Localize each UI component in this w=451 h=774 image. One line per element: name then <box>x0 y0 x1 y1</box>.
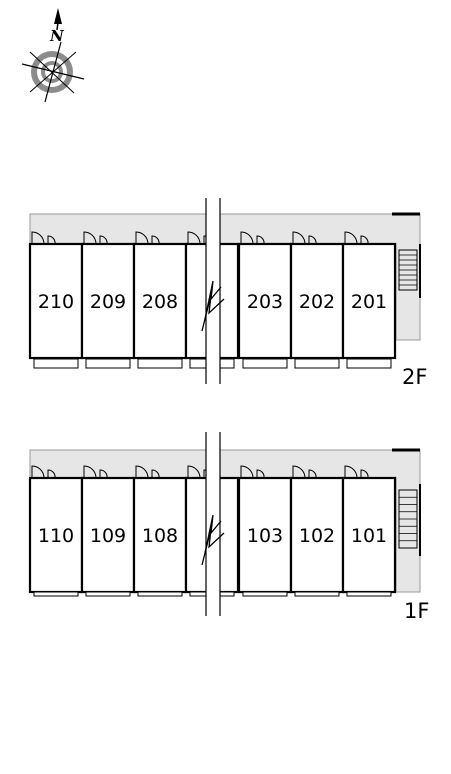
door-icon <box>256 469 265 479</box>
balcony <box>242 358 288 369</box>
door-icon <box>99 235 108 245</box>
unit-room <box>28 242 84 360</box>
balcony <box>242 591 288 597</box>
balcony <box>346 591 392 597</box>
staircase-icon <box>398 489 418 549</box>
door-icon <box>187 465 201 479</box>
unit-number: 103 <box>247 525 283 547</box>
floor-2f-plan: 210 209 208 203 202 201 2F <box>28 198 427 389</box>
unit-room <box>237 476 293 594</box>
unit-room <box>341 242 397 360</box>
balcony <box>137 358 183 369</box>
unit-room <box>289 242 345 360</box>
floor-label: 1F <box>404 599 429 623</box>
door-icon <box>292 231 306 245</box>
north-label: N <box>49 27 65 45</box>
unit-number: 201 <box>351 291 387 313</box>
door-icon <box>151 469 160 479</box>
north-arrow-shaft <box>56 21 59 31</box>
door-icon <box>187 231 201 245</box>
door-icon <box>308 235 317 245</box>
door-icon <box>256 235 265 245</box>
door-icon <box>47 235 56 245</box>
unit-number: 208 <box>142 291 178 313</box>
balcony <box>85 358 131 369</box>
door-icon <box>344 231 358 245</box>
balcony <box>33 358 79 369</box>
unit-number: 101 <box>351 525 387 547</box>
door-icon <box>83 465 97 479</box>
unit-room <box>237 242 293 360</box>
unit-number: 209 <box>90 291 126 313</box>
balcony <box>294 358 340 369</box>
balcony <box>294 591 340 597</box>
door-icon <box>240 231 254 245</box>
unit-number: 109 <box>90 525 126 547</box>
balcony <box>33 591 79 597</box>
unit-room <box>341 476 397 594</box>
door-icon <box>47 469 56 479</box>
balcony <box>137 591 183 597</box>
unit-number: 203 <box>247 291 283 313</box>
door-icon <box>31 465 45 479</box>
unit-number: 110 <box>38 525 74 547</box>
staircase-icon <box>398 249 418 291</box>
plan-break-gap <box>206 432 220 616</box>
compass-rose-icon: N <box>21 8 85 103</box>
balcony <box>85 591 131 597</box>
door-icon <box>31 231 45 245</box>
door-icon <box>360 235 369 245</box>
door-icon <box>99 469 108 479</box>
door-icon <box>292 465 306 479</box>
plan-break-zigzag <box>204 514 222 554</box>
door-icon <box>308 469 317 479</box>
compass-axis-diag-2 <box>29 51 75 94</box>
door-icon <box>135 231 149 245</box>
unit-number: 202 <box>299 291 335 313</box>
plan-break-gap <box>206 198 220 384</box>
balcony <box>346 358 392 369</box>
unit-number: 102 <box>299 525 335 547</box>
plan-break-zigzag <box>201 528 225 566</box>
door-icon <box>83 231 97 245</box>
door-icon <box>344 465 358 479</box>
floor-1f-plan: 110 109 108 103 102 101 1F <box>28 432 429 623</box>
door-icon <box>240 465 254 479</box>
floor-label: 2F <box>402 365 427 389</box>
north-arrow-icon <box>54 8 62 24</box>
unit-room <box>80 242 136 360</box>
plan-break-zigzag <box>201 294 225 332</box>
unit-number: 210 <box>38 291 74 313</box>
plan-break-zigzag <box>204 280 222 320</box>
compass-axis-diag-1 <box>29 51 77 93</box>
door-icon <box>151 235 160 245</box>
door-icon <box>360 469 369 479</box>
door-icon <box>135 465 149 479</box>
unit-room <box>28 476 84 594</box>
unit-number: 108 <box>142 525 178 547</box>
